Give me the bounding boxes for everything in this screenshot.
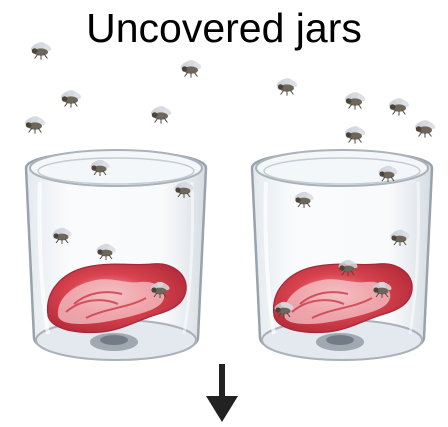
fly-icon xyxy=(276,76,299,95)
left-jar xyxy=(26,150,206,360)
right-jar xyxy=(252,150,432,360)
fly-icon xyxy=(414,118,437,137)
fly-icon xyxy=(388,96,411,115)
fly-icon xyxy=(150,104,173,123)
fly-icon xyxy=(30,40,53,59)
fly-icon xyxy=(344,90,367,109)
fly-icon xyxy=(180,58,203,77)
fly-icon xyxy=(24,114,47,133)
fly-icon xyxy=(344,124,367,143)
arrow-down-icon xyxy=(206,364,238,422)
fly-icon xyxy=(60,88,83,107)
